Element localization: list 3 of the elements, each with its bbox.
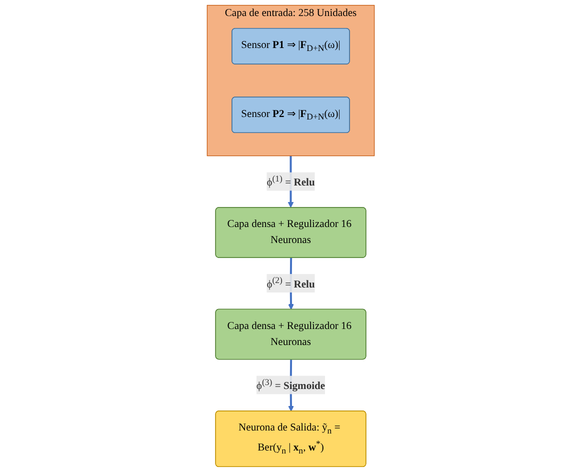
- edge-label: ϕ$^{(1)}$ = Relu: [266, 174, 316, 188]
- edge-label: ϕ$^{(3)}$ = Sigmoide: [256, 377, 326, 392]
- edge-label: ϕ$^{(2)}$ = Relu: [266, 275, 316, 290]
